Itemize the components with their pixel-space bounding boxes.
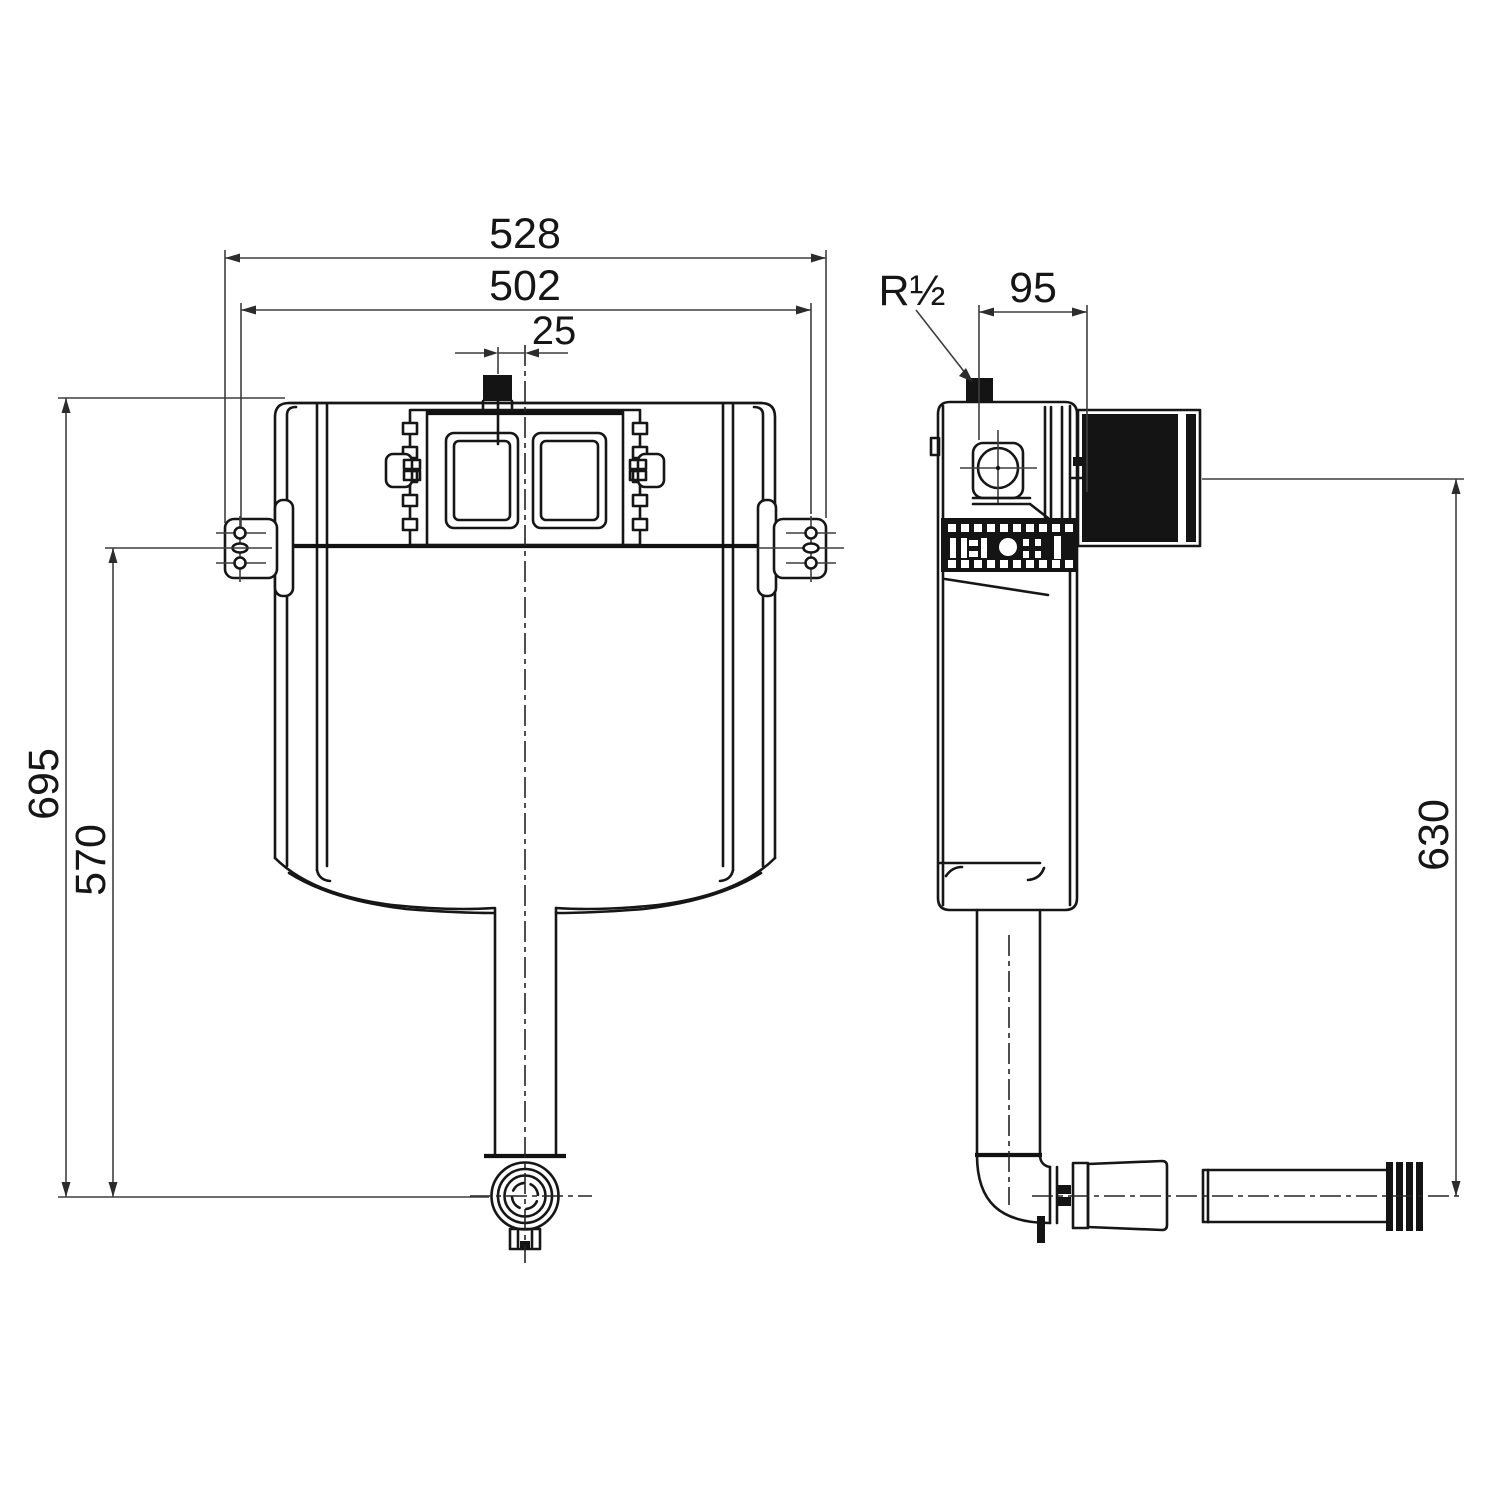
push-rod: [483, 375, 512, 401]
flush-control-box: [384, 375, 666, 547]
rail-perforations: [948, 524, 1073, 568]
dim-inlet-thread: R½: [879, 267, 973, 382]
box-ear-left: [384, 452, 422, 489]
dim-630-label: 630: [1410, 799, 1458, 871]
dim-695-label: 695: [20, 748, 68, 820]
elbow-drain-tick: [1037, 1216, 1045, 1243]
dim-95-label: 95: [1009, 264, 1057, 312]
flush-window-left: [444, 431, 520, 530]
dim-502-label: 502: [489, 262, 561, 310]
front-view: [216, 345, 844, 1263]
dim-r-half-label: R½: [879, 267, 946, 315]
dim-fixing-centers: 502: [240, 262, 812, 527]
protection-box: [1070, 408, 1202, 548]
dim-528-label: 528: [489, 210, 561, 258]
water-inlet: [960, 430, 1050, 520]
front-tank-bottom: [273, 856, 777, 915]
side-body-outline: [929, 400, 1079, 912]
dim-inlet-depth: 95: [978, 264, 1088, 492]
box-ear-right: [628, 452, 666, 489]
front-tank-outline: [273, 401, 777, 872]
mounting-rail: [941, 518, 1077, 572]
dim-25-label: 25: [532, 309, 577, 353]
side-view: [929, 378, 1464, 1243]
dim-overall-height: 695: [20, 397, 489, 1198]
outlet-cone: [1086, 1159, 1169, 1232]
dim-bracket-height: 570: [67, 547, 272, 1197]
dimensions: 528 502 25 695: [20, 210, 1464, 1198]
dim-overall-width: 528: [224, 210, 827, 523]
outlet-elbow: [975, 1153, 1169, 1243]
wall-bracket-right: [756, 498, 844, 598]
dim-outlet-height: 630: [1202, 478, 1464, 1196]
dim-570-label: 570: [67, 824, 115, 896]
flush-window-right: [531, 431, 608, 530]
dim-button-offset: 25: [455, 309, 576, 374]
